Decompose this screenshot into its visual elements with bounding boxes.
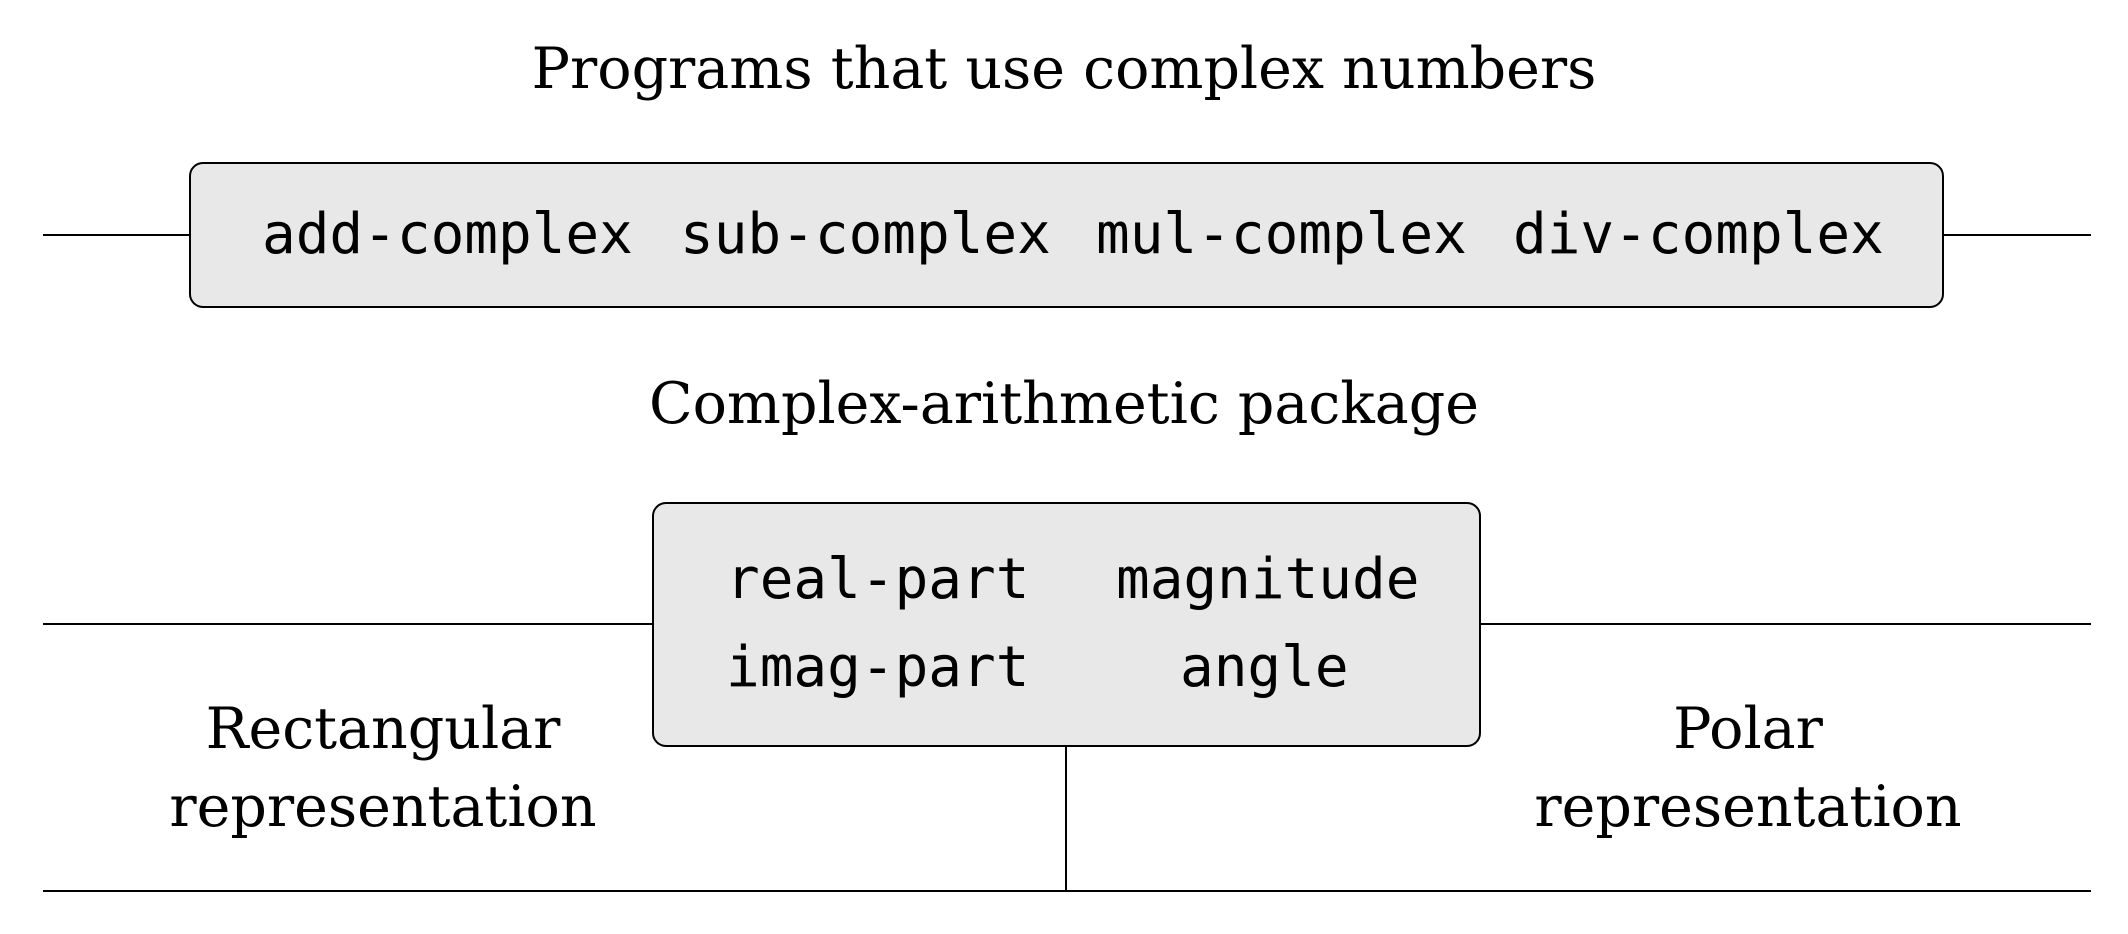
operation-add-complex: add-complex: [262, 202, 633, 267]
selectors-box: [652, 502, 1481, 747]
selector-imag-part: imag-part: [726, 635, 1030, 700]
selector-real-part: real-part: [726, 547, 1030, 612]
middle-abstraction-barrier-left: [43, 623, 653, 625]
selector-angle: angle: [1180, 635, 1349, 700]
operations-box: [189, 162, 1944, 308]
rectangular-representation-label-line1: Rectangular: [205, 696, 561, 762]
programs-title: Programs that use complex numbers: [531, 36, 1597, 102]
operation-mul-complex: mul-complex: [1096, 202, 1467, 267]
operation-sub-complex: sub-complex: [680, 202, 1051, 267]
polar-representation-label-line2: representation: [1534, 774, 1962, 840]
selector-magnitude: magnitude: [1116, 547, 1420, 612]
package-title: Complex-arithmetic package: [648, 371, 1479, 437]
representation-divider: [1065, 746, 1067, 892]
operation-div-complex: div-complex: [1513, 202, 1884, 267]
bottom-abstraction-barrier: [43, 890, 2091, 892]
top-abstraction-barrier-left: [43, 234, 190, 236]
top-abstraction-barrier-right: [1942, 234, 2091, 236]
middle-abstraction-barrier-right: [1479, 623, 2091, 625]
polar-representation-label-line1: Polar: [1673, 696, 1823, 762]
rectangular-representation-label-line2: representation: [169, 774, 597, 840]
